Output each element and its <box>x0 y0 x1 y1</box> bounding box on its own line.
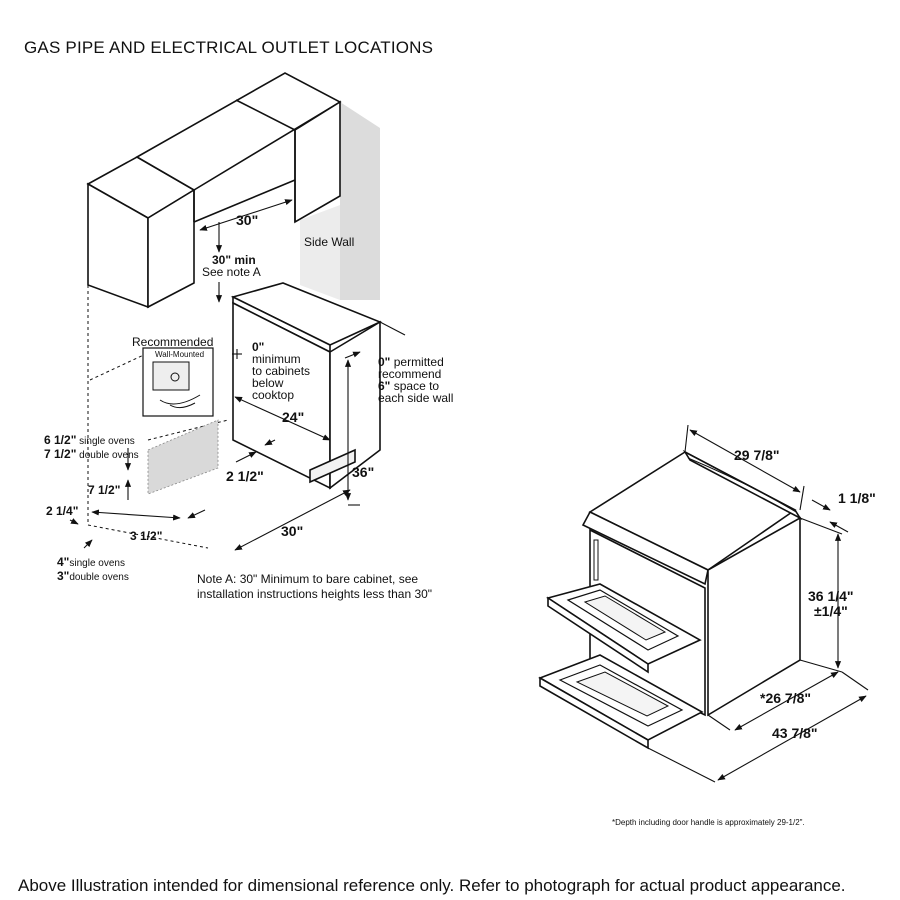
side-permitted: permitted <box>394 355 444 369</box>
floor-double: 3"double ovens <box>57 569 129 583</box>
side-clearance-line-3: 6" space to <box>378 379 439 393</box>
product-height-tolerance: ±1/4" <box>814 603 848 619</box>
product-dimension-lines <box>647 424 869 783</box>
outlet-height-double: 7 1/2" double ovens <box>44 447 139 461</box>
wall-mounted-label: Wall-Mounted <box>155 350 204 359</box>
clearance-line-1: minimum <box>252 352 301 366</box>
product-depth-label: *26 7/8" <box>760 690 811 706</box>
counter-height-label: 36" <box>352 464 374 480</box>
clearance-line-3: below <box>252 376 284 390</box>
top-thickness-label: 1 1/8" <box>838 490 876 506</box>
outlet-height-single: 6 1/2" single ovens <box>44 433 135 447</box>
dimension-lines <box>69 199 406 551</box>
wall-offset-label: 2 1/4" <box>46 504 78 518</box>
floor-single: 4"single ovens <box>57 555 125 569</box>
min-height-note: See note A <box>202 265 261 279</box>
installation-drawing <box>69 72 406 551</box>
side-value: 0" <box>378 355 390 369</box>
wall-mounted-inset <box>142 347 214 417</box>
note-a-line-1: Note A: 30" Minimum to bare cabinet, see <box>197 572 418 586</box>
outlet-box-height-label: 7 1/2" <box>88 483 120 497</box>
cabinet-width-label: 30" <box>236 212 258 228</box>
electrical-outlet-area <box>147 419 219 495</box>
side-clearance-line-2: recommend <box>378 367 441 381</box>
clearance-line-2: to cabinets <box>252 364 310 378</box>
side-space-text: space to <box>394 379 440 393</box>
range-cabinet <box>230 282 383 490</box>
min-height-label: 30" min <box>212 253 256 267</box>
side-clearance-line-1: 0" permitted <box>378 355 444 369</box>
depth-footnote: *Depth including door handle is approxim… <box>612 818 805 827</box>
cutout-width-label: 30" <box>281 523 303 539</box>
upper-oven-door <box>546 583 702 674</box>
disclaimer-footer: Above Illustration intended for dimensio… <box>18 876 846 895</box>
base-offset-label: 2 1/2" <box>226 468 264 484</box>
side-wall-shading <box>340 102 380 300</box>
clearance-value: 0" <box>252 340 264 354</box>
product-height-label: 36 1/4" <box>808 588 854 604</box>
upper-cabinets <box>86 72 342 309</box>
clearance-line-4: cooktop <box>252 388 294 402</box>
lower-oven-door <box>538 654 704 750</box>
note-a-line-2: installation instructions heights less t… <box>197 587 432 601</box>
side-wall-label: Side Wall <box>304 235 354 249</box>
counter-depth-label: 24" <box>282 409 304 425</box>
side-space-value: 6" <box>378 379 390 393</box>
side-clearance-line-4: each side wall <box>378 391 453 405</box>
range-product-drawing <box>538 424 869 783</box>
product-depth-open-label: 43 7/8" <box>772 725 818 741</box>
recommended-label: Recommended <box>132 335 213 349</box>
product-width-label: 29 7/8" <box>734 447 780 463</box>
side-wall-shading-lower <box>300 205 340 300</box>
outlet-box-width-label: 3 1/2" <box>130 529 162 543</box>
page-title: GAS PIPE AND ELECTRICAL OUTLET LOCATIONS <box>24 38 434 57</box>
